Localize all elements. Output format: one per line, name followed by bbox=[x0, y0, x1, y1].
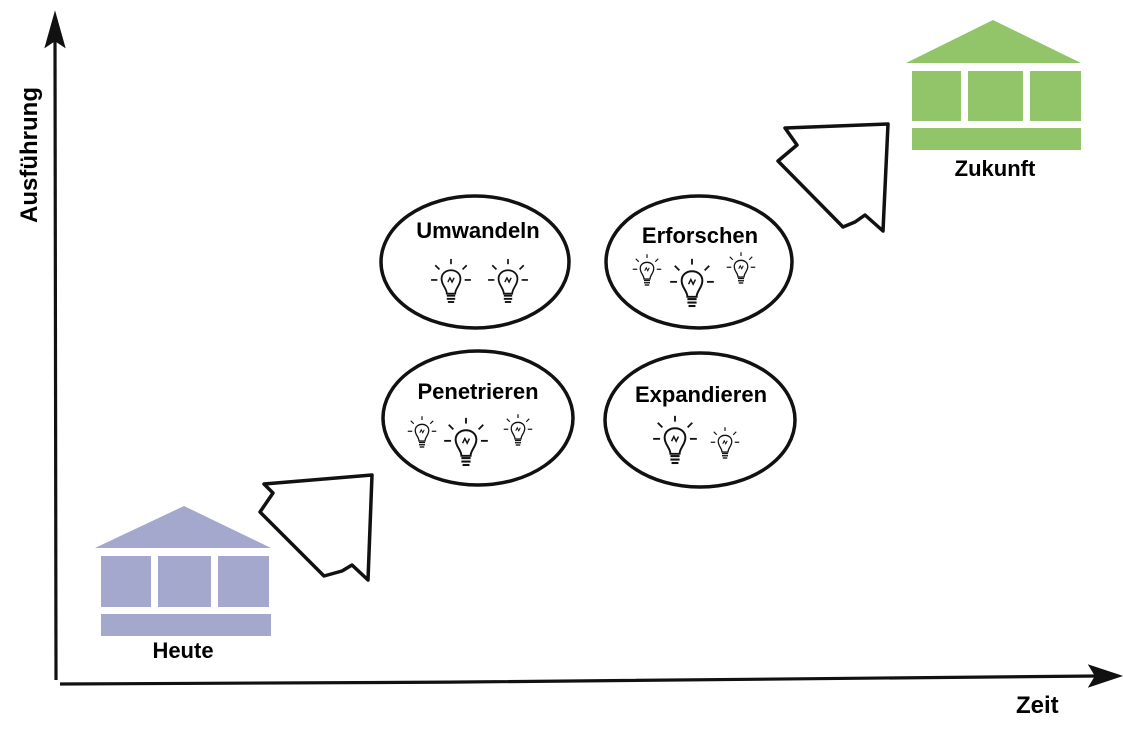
x-axis-label: Zeit bbox=[1016, 692, 1059, 719]
y-axis bbox=[44, 10, 66, 681]
quadrant-label-expandieren: Expandieren bbox=[634, 382, 768, 407]
x-axis bbox=[59, 664, 1123, 688]
y-axis-label: Ausführung bbox=[16, 87, 43, 223]
end-label: Zukunft bbox=[954, 156, 1036, 181]
arrow-icon bbox=[776, 122, 890, 233]
arrow-icon bbox=[258, 473, 374, 582]
quadrant-circle bbox=[379, 194, 797, 489]
house-icon bbox=[95, 506, 271, 636]
quadrant-label-umwandeln: Umwandeln bbox=[416, 218, 540, 243]
house-icon bbox=[906, 20, 1081, 150]
quadrant-label-erforschen: Erforschen bbox=[641, 223, 759, 248]
quadrant-label-penetrieren: Penetrieren bbox=[417, 379, 539, 404]
start-label: Heute bbox=[152, 638, 214, 663]
